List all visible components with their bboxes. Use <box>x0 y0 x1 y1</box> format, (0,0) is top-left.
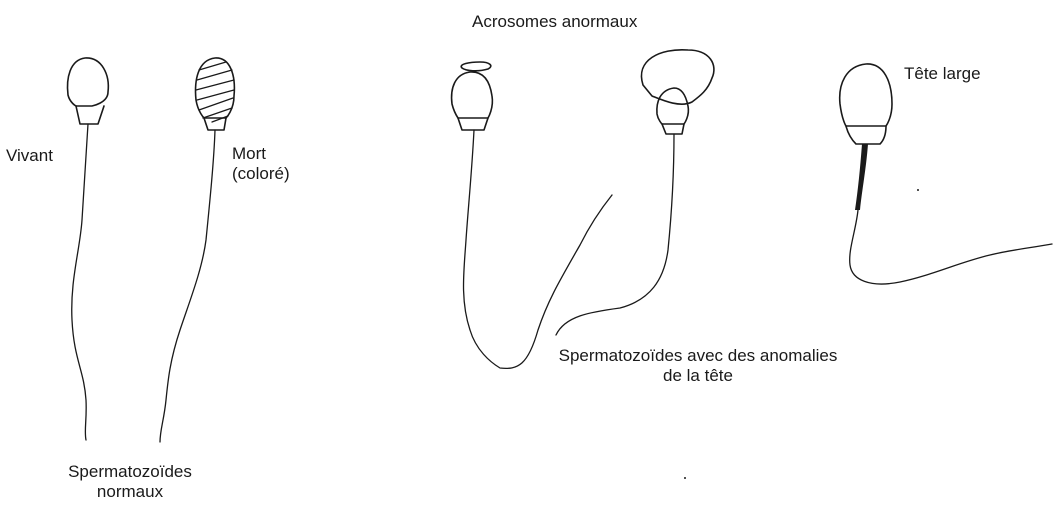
label-anomalies-line1: Spermatozoïdes avec des anomalies <box>480 346 916 366</box>
sperm-tete-large <box>840 64 1052 284</box>
label-acrosomes-anormaux: Acrosomes anormaux <box>472 12 637 32</box>
label-mort-line2: (coloré) <box>232 164 290 184</box>
label-normaux-line1: Spermatozoïdes <box>34 462 226 482</box>
label-spermatozoides-normaux: Spermatozoïdes normaux <box>34 462 226 502</box>
label-anomalies-tete: Spermatozoïdes avec des anomalies de la … <box>480 346 916 386</box>
label-mort: Mort (coloré) <box>232 144 290 184</box>
label-tete-large: Tête large <box>904 64 981 84</box>
label-anomalies-line2: de la tête <box>480 366 916 386</box>
label-mort-line1: Mort <box>232 144 290 164</box>
label-vivant: Vivant <box>6 146 53 166</box>
sperm-acrosome-2 <box>556 50 714 335</box>
sperm-acrosome-1 <box>452 62 612 368</box>
sperm-mort <box>160 58 234 442</box>
label-normaux-line2: normaux <box>34 482 226 502</box>
sperm-vivant <box>68 58 109 440</box>
